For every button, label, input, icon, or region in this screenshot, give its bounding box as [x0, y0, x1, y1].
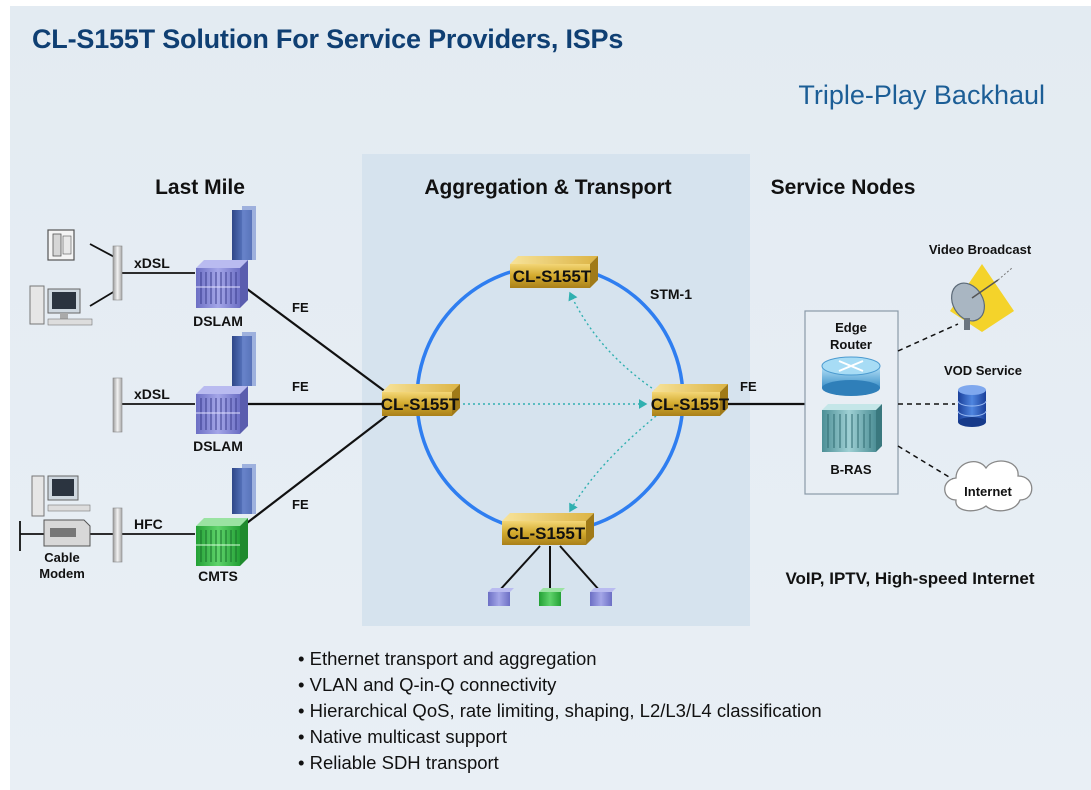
internet-label: Internet [964, 484, 1012, 499]
building-icon-3 [232, 464, 256, 514]
edge-router-label-line1: Edge [835, 320, 867, 335]
ring-node-right-label: CL-S155T [651, 395, 730, 414]
feature-item: Ethernet transport and aggregation [298, 646, 822, 672]
building-icon-2 [232, 332, 256, 386]
fe-label-1: FE [292, 300, 309, 315]
cable-modem-label-line2: Modem [39, 566, 85, 581]
slide-subtitle: Triple-Play Backhaul [798, 80, 1045, 110]
service-node-box [804, 310, 899, 495]
ring-dotted-links [448, 291, 657, 513]
feature-list: Ethernet transport and aggregation VLAN … [298, 646, 822, 776]
xdsl-label-1: xDSL [134, 255, 170, 271]
fe-label-2: FE [292, 379, 309, 394]
fe-label-4: FE [740, 379, 757, 394]
ring-node-bottom-label: CL-S155T [507, 524, 586, 543]
edge-router-label-line2: Router [830, 337, 872, 352]
router-icon [821, 356, 881, 396]
bottom-spokes [498, 545, 601, 592]
ring-node-top-label: CL-S155T [513, 267, 592, 286]
network-diagram: Last Mile Aggregation & Transport Servic… [19, 176, 1035, 606]
cmts-device [196, 518, 248, 566]
services-summary: VoIP, IPTV, High-speed Internet [785, 569, 1034, 588]
fe-label-3: FE [292, 497, 309, 512]
fe-links [242, 285, 805, 527]
cable-modem-label-line1: Cable [44, 550, 79, 565]
service-dashed-links [897, 323, 959, 481]
slide-title: CL-S155T Solution For Service Providers,… [32, 24, 624, 54]
slide: CL-S155T Solution For Service Providers,… [10, 6, 1091, 790]
bras-label: B-RAS [830, 462, 871, 477]
cmts-label: CMTS [198, 568, 238, 584]
computer-icon [29, 285, 93, 326]
small-dslam-icon-2 [590, 588, 616, 606]
dslam-label-1: DSLAM [193, 313, 243, 329]
small-dslam-icon-1 [488, 588, 514, 606]
last-mile-heading: Last Mile [155, 176, 245, 199]
ring-node-left-label: CL-S155T [381, 395, 460, 414]
ring-node-top [510, 256, 598, 288]
bras-icon [822, 404, 882, 452]
computer-icon-2 [31, 475, 91, 517]
dslam-device-1 [196, 260, 248, 308]
small-cmts-icon [539, 588, 565, 606]
stm1-label: STM-1 [650, 286, 692, 302]
video-broadcast-label: Video Broadcast [929, 242, 1032, 257]
building-icon-1 [232, 206, 256, 260]
pole-1 [112, 245, 123, 301]
pole-3 [112, 507, 123, 563]
ring-node-right [652, 384, 728, 416]
dslam-device-2 [196, 386, 248, 434]
xdsl-label-2: xDSL [134, 386, 170, 402]
pole-2 [112, 377, 123, 433]
feature-item: Native multicast support [298, 724, 822, 750]
satellite-dish-icon [950, 264, 1014, 332]
ring-node-bottom [502, 513, 594, 545]
service-nodes-heading: Service Nodes [771, 176, 916, 199]
telephone-icon [47, 229, 75, 261]
feature-item: VLAN and Q-in-Q connectivity [298, 672, 822, 698]
vod-service-label: VOD Service [944, 363, 1022, 378]
dslam-label-2: DSLAM [193, 438, 243, 454]
feature-item: Hierarchical QoS, rate limiting, shaping… [298, 698, 822, 724]
ring-node-left [382, 384, 460, 416]
database-icon [957, 385, 987, 427]
cable-modem-icon [43, 519, 91, 547]
aggregation-heading: Aggregation & Transport [424, 176, 671, 199]
hfc-label: HFC [134, 516, 163, 532]
internet-cloud-icon [944, 460, 1033, 512]
feature-item: Reliable SDH transport [298, 750, 822, 776]
